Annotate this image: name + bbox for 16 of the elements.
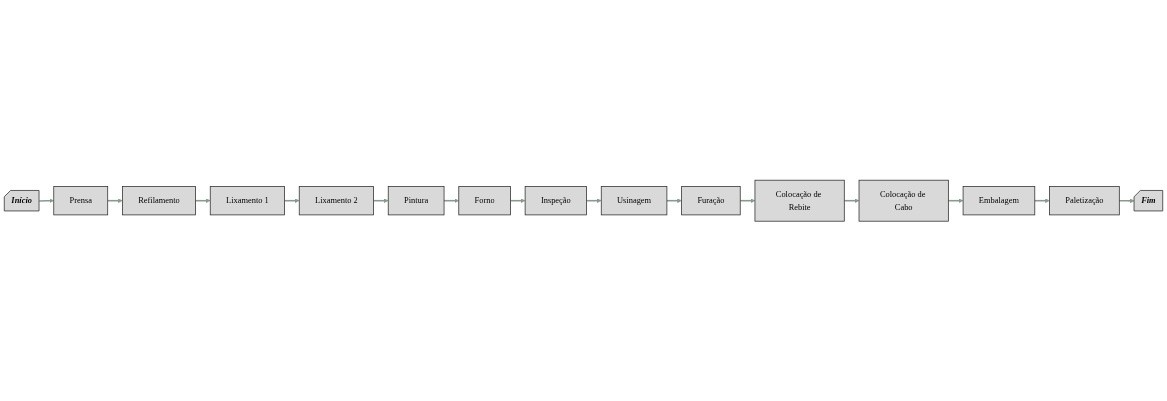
node-box: Colocação de Cabo (858, 179, 949, 222)
node-box: Inspeção (524, 185, 587, 216)
node-box: Embalagem (962, 185, 1036, 216)
node-box: Colocação de Rebite (754, 179, 845, 222)
node-box: Lixamento 2 (298, 185, 374, 216)
node-box: Forno (458, 185, 511, 216)
node-box: Prensa (53, 185, 109, 216)
arrow (38, 198, 54, 203)
arrow (372, 198, 389, 203)
node-box: Refilamento (122, 185, 196, 216)
node-box: Pintura (387, 185, 445, 216)
node-box: Usinagem (600, 185, 668, 216)
arrow (1118, 198, 1135, 203)
node-box: Lixamento 1 (209, 185, 285, 216)
node-box: Furação (681, 185, 741, 216)
node-box: Paletização (1049, 185, 1120, 216)
